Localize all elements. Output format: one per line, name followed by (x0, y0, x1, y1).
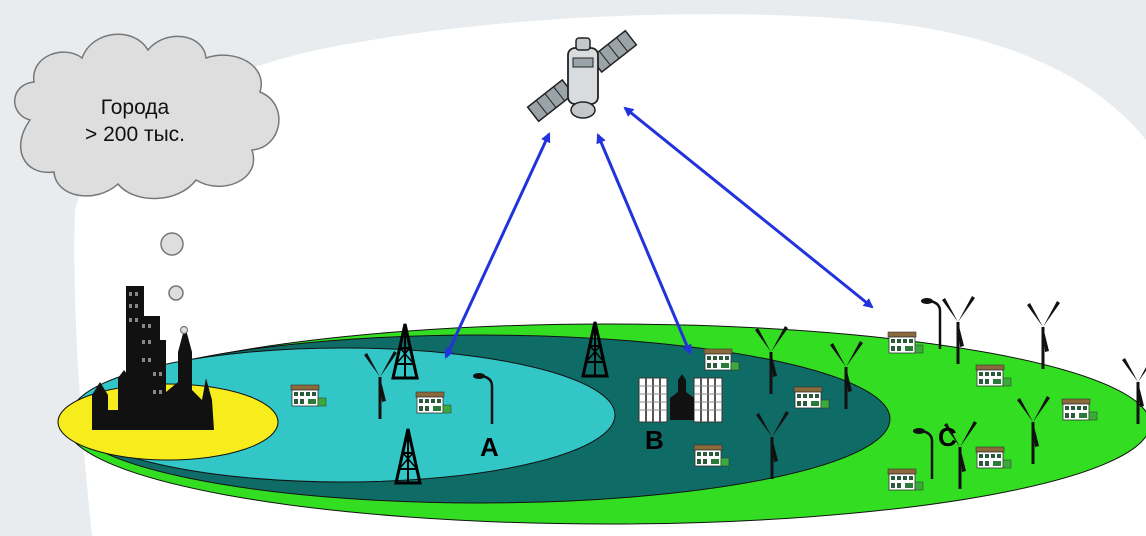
cloud-caption: Города > 200 тыс. (70, 94, 200, 148)
thought-bubble (179, 325, 189, 335)
city-skyline-icon (92, 286, 214, 430)
church-icon (670, 374, 694, 420)
zone-label-a: A (480, 432, 499, 462)
apartment-building-icon (693, 377, 723, 423)
zone-label-b: B (645, 425, 664, 455)
cloud-caption-line1: Города (100, 96, 170, 119)
link-arrow-c (623, 106, 874, 309)
satellite-icon (526, 29, 638, 123)
zone-label-c: C (938, 422, 957, 452)
thought-bubble (168, 285, 184, 301)
cloud-caption-line2: > 200 тыс. (84, 123, 186, 146)
link-arrow-a (444, 132, 551, 359)
thought-cloud (13, 33, 280, 335)
apartment-building-icon (638, 377, 668, 423)
thought-bubble (160, 232, 184, 256)
